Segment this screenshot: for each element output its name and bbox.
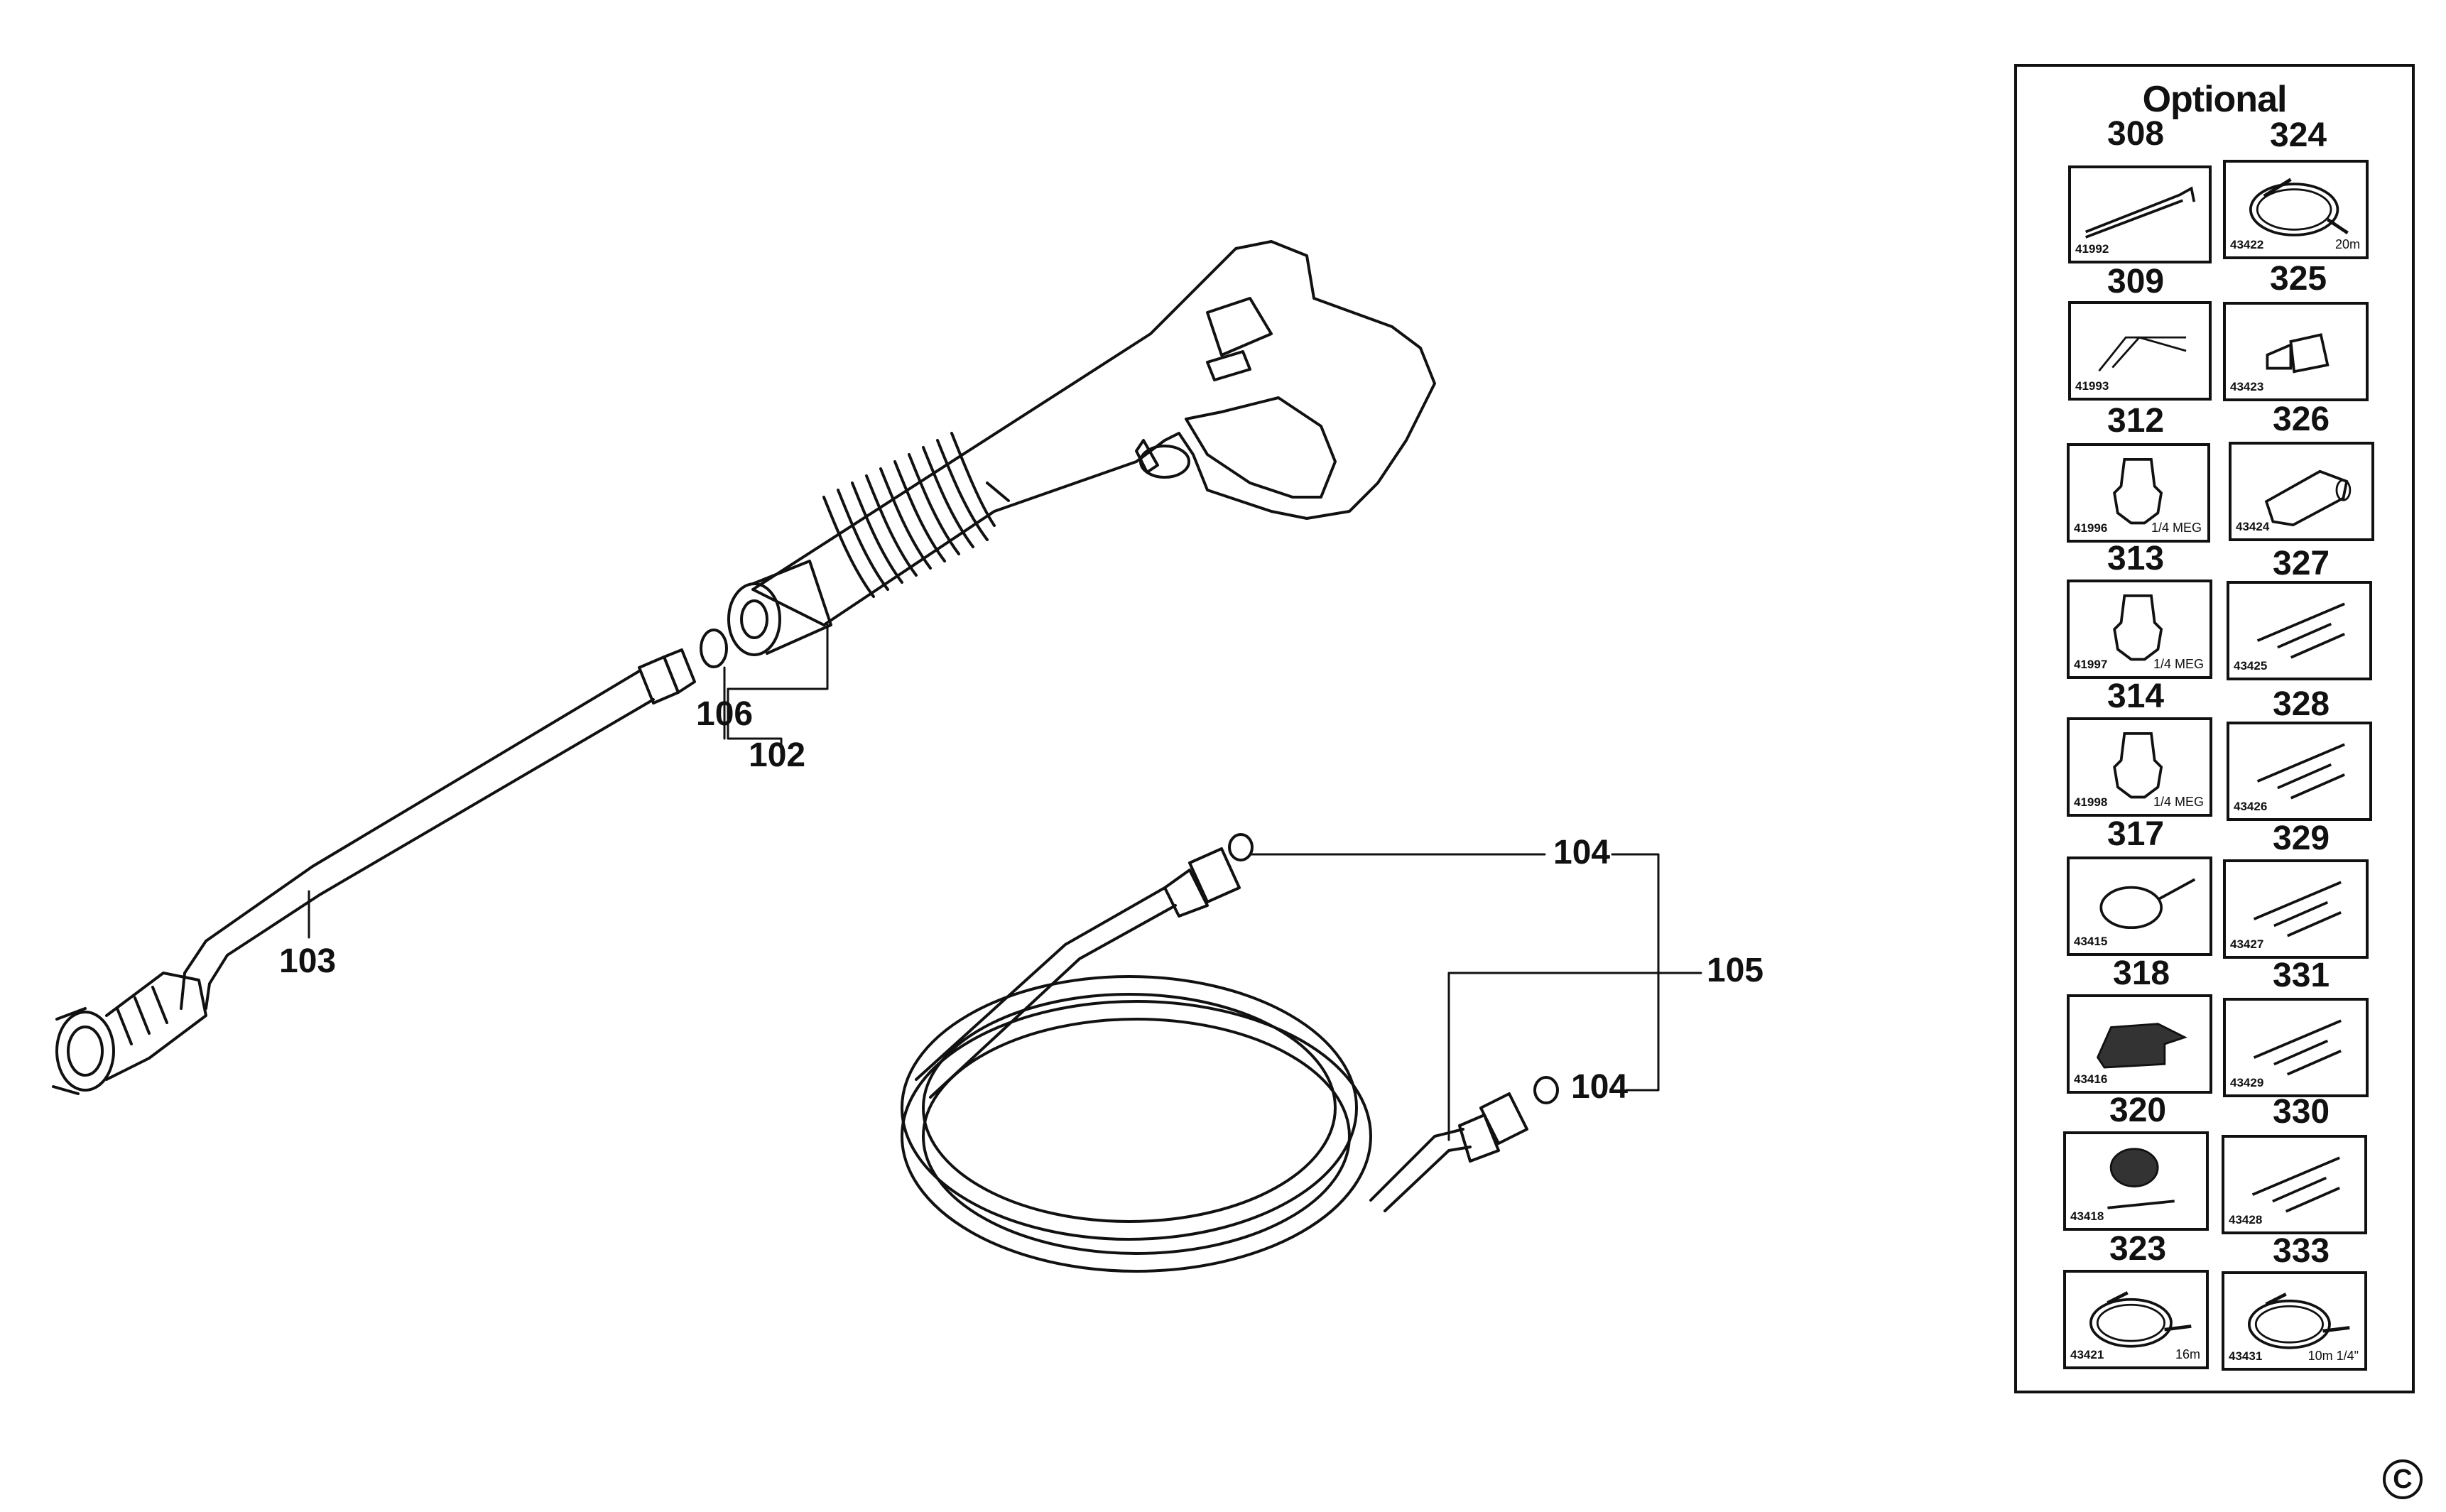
hose-coil-icon <box>2089 1291 2192 1348</box>
part-code: 43426 <box>2234 800 2268 813</box>
rotary-nozzle-icon <box>2264 469 2352 527</box>
optional-part-tile[interactable]: 43421 16m <box>2063 1270 2209 1369</box>
optional-part-tile[interactable]: 43428 <box>2222 1135 2367 1234</box>
part-code: 43418 <box>2070 1209 2104 1223</box>
lance-set-icon <box>2256 743 2345 800</box>
fixed-brush-icon <box>2096 1023 2187 1069</box>
patio-cleaner-icon <box>2107 1148 2175 1209</box>
optional-part-tile[interactable]: 43427 <box>2223 859 2369 959</box>
ref-label: 331 <box>2273 957 2330 994</box>
spray-gun-102 <box>727 240 1436 656</box>
callout-106: 106 <box>696 695 754 733</box>
optional-part-tile[interactable]: 43418 <box>2063 1131 2209 1231</box>
nozzle-icon <box>2113 457 2163 525</box>
lance-set-icon <box>2256 602 2345 659</box>
ref-label: 324 <box>2270 116 2327 154</box>
optional-part-tile[interactable]: 41998 1/4 MEG <box>2067 717 2212 817</box>
ref-label: 323 <box>2109 1230 2167 1268</box>
rotary-brush-icon <box>2099 878 2196 930</box>
part-code: 41998 <box>2074 795 2108 809</box>
lance-set-icon <box>2251 1156 2340 1213</box>
nozzle-icon <box>2113 594 2163 661</box>
optional-part-tile[interactable]: 41997 1/4 MEG <box>2067 580 2212 679</box>
copyright-symbol: C <box>2383 1459 2423 1499</box>
part-note: 1/4 MEG <box>2153 795 2204 809</box>
lance-set-icon <box>2253 881 2342 937</box>
part-code: 41993 <box>2075 379 2109 393</box>
optional-part-tile[interactable]: 43429 <box>2223 998 2369 1097</box>
ref-label: 328 <box>2273 685 2330 723</box>
ref-label: 330 <box>2273 1093 2330 1131</box>
part-note: 20m <box>2334 237 2360 251</box>
optional-part-tile[interactable]: 41996 1/4 MEG <box>2067 443 2210 543</box>
ref-label: 326 <box>2273 401 2330 438</box>
part-code: 43423 <box>2230 380 2264 393</box>
o-ring-106 <box>700 629 728 668</box>
hose-coil-icon <box>2247 1293 2350 1349</box>
part-note: 10m 1/4" <box>2308 1349 2359 1363</box>
extension-lance-icon <box>2085 186 2196 239</box>
ref-label: 312 <box>2107 402 2165 440</box>
part-code: 43425 <box>2234 659 2268 673</box>
part-code: 43415 <box>2074 935 2108 948</box>
ref-label: 333 <box>2273 1232 2330 1270</box>
part-code: 43422 <box>2230 238 2264 251</box>
optional-part-tile[interactable]: 43422 20m <box>2223 160 2369 259</box>
part-code: 43416 <box>2074 1072 2108 1086</box>
ref-label: 327 <box>2273 545 2330 582</box>
ref-label: 318 <box>2113 954 2170 992</box>
optional-part-tile[interactable]: 43415 <box>2067 856 2212 956</box>
ref-label: 309 <box>2107 263 2165 300</box>
optional-part-tile[interactable]: 43426 <box>2227 722 2372 821</box>
ref-label: 329 <box>2273 820 2330 857</box>
optional-part-tile[interactable]: 43425 <box>2227 581 2372 680</box>
ref-label: 314 <box>2107 678 2165 715</box>
hose-coil-icon <box>2249 178 2349 236</box>
cleaning-needle-icon <box>2098 336 2187 372</box>
callout-104-top: 104 <box>1553 834 1611 871</box>
ref-label: 308 <box>2107 115 2165 153</box>
hose-105 <box>901 833 1559 1273</box>
part-code: 43421 <box>2070 1348 2104 1361</box>
part-note: 1/4 MEG <box>2151 521 2202 535</box>
optional-part-tile[interactable]: 43423 <box>2223 302 2369 401</box>
ref-label: 320 <box>2109 1092 2167 1129</box>
callout-103: 103 <box>279 942 337 980</box>
callout-104-bottom: 104 <box>1571 1068 1629 1106</box>
ref-label: 325 <box>2270 260 2327 298</box>
callout-105: 105 <box>1707 952 1764 989</box>
ref-label: 313 <box>2107 540 2165 577</box>
part-code: 43424 <box>2236 520 2270 533</box>
optional-part-tile[interactable]: 43431 10m 1/4" <box>2222 1271 2367 1371</box>
part-code: 43428 <box>2229 1213 2263 1227</box>
optional-panel-frame <box>2014 64 2415 1393</box>
optional-part-tile[interactable]: 43424 <box>2229 442 2374 541</box>
part-note: 1/4 MEG <box>2153 657 2204 671</box>
part-code: 41996 <box>2074 521 2108 535</box>
nozzle-icon <box>2113 731 2163 799</box>
part-code: 43427 <box>2230 937 2264 951</box>
part-code: 43429 <box>2230 1076 2264 1089</box>
optional-part-tile[interactable]: 41992 <box>2068 165 2212 263</box>
optional-part-tile[interactable]: 41993 <box>2068 301 2212 401</box>
part-note: 16m <box>2175 1347 2200 1361</box>
lance-set-icon <box>2253 1019 2342 1076</box>
callout-102: 102 <box>749 736 806 774</box>
part-code: 41997 <box>2074 658 2108 671</box>
part-code: 41992 <box>2075 242 2109 256</box>
optional-panel-title: Optional <box>2142 79 2288 120</box>
part-code: 43431 <box>2229 1349 2263 1363</box>
optional-part-tile[interactable]: 43416 <box>2067 994 2212 1094</box>
ref-label: 317 <box>2107 815 2165 853</box>
adapter-icon <box>2266 333 2330 374</box>
leader-lines <box>308 624 1702 1141</box>
lance-103 <box>52 648 696 1095</box>
